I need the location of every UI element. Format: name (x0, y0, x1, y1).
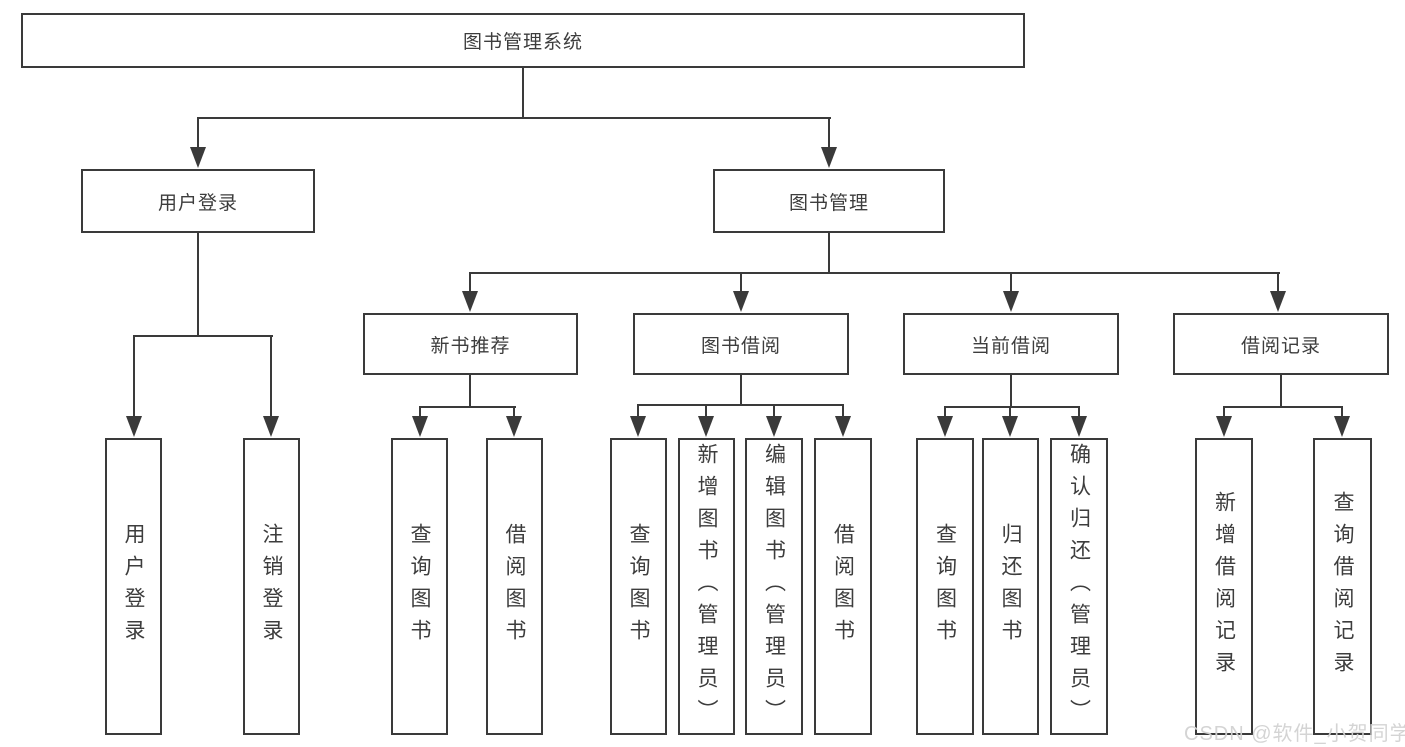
leaf-query-books-borrowing: 查询图书 (610, 438, 667, 735)
connector-line (133, 337, 135, 417)
leaf-label: 用户登录 (122, 522, 145, 651)
leaf-label: 查询图书 (627, 522, 650, 651)
node-label: 用户登录 (157, 192, 238, 214)
connector-line (419, 406, 516, 408)
leaf-borrow-books: 借阅图书 (814, 438, 872, 735)
leaf-label: 确认归还（管理员） (1067, 442, 1091, 731)
leaf-label: 查询图书 (408, 522, 431, 651)
connector-line (197, 117, 831, 119)
node-label: 图书借阅 (700, 335, 781, 357)
arrow-down-icon (821, 147, 837, 168)
connector-line (637, 404, 844, 406)
arrow-down-icon (126, 416, 142, 437)
connector-line (1009, 408, 1011, 417)
connector-line (1223, 406, 1343, 408)
connector-line (828, 119, 830, 150)
connector-line (419, 408, 421, 417)
node-label: 新书推荐 (430, 335, 511, 357)
leaf-label: 编辑图书（管理员） (762, 442, 786, 731)
arrow-down-icon (698, 416, 714, 437)
connector-line (637, 406, 639, 417)
connector-line (197, 119, 199, 150)
connector-line (828, 233, 830, 273)
leaf-query-borrow-record: 查询借阅记录 (1313, 438, 1372, 735)
connector-line (1341, 408, 1343, 417)
node-book-management: 图书管理 (713, 169, 945, 233)
leaf-user-login: 用户登录 (105, 438, 162, 735)
leaf-logout: 注销登录 (243, 438, 300, 735)
connector-line (944, 406, 1080, 408)
connector-line (1010, 375, 1012, 407)
arrow-down-icon (733, 291, 749, 312)
arrow-down-icon (630, 416, 646, 437)
arrow-down-icon (835, 416, 851, 437)
arrow-down-icon (1270, 291, 1286, 312)
node-label: 图书管理 (788, 192, 869, 214)
leaf-return-books: 归还图书 (982, 438, 1039, 735)
node-library-management-system: 图书管理系统 (21, 13, 1025, 68)
node-borrowing-records: 借阅记录 (1173, 313, 1389, 375)
arrow-down-icon (190, 147, 206, 168)
connector-line (522, 68, 524, 118)
leaf-query-books-current: 查询图书 (916, 438, 974, 735)
leaf-query-books-recommend: 查询图书 (391, 438, 448, 735)
node-current-borrowing: 当前借阅 (903, 313, 1119, 375)
arrow-down-icon (937, 416, 953, 437)
connector-line (469, 272, 1280, 274)
arrow-down-icon (1003, 291, 1019, 312)
leaf-label: 查询图书 (933, 522, 957, 651)
leaf-label: 借阅图书 (831, 522, 855, 651)
node-new-book-recommendation: 新书推荐 (363, 313, 578, 375)
arrow-down-icon (1002, 416, 1018, 437)
connector-line (773, 406, 775, 417)
leaf-edit-books-admin: 编辑图书（管理员） (745, 438, 803, 735)
leaf-borrow-books-recommend: 借阅图书 (486, 438, 543, 735)
leaf-label: 新增图书（管理员） (695, 442, 718, 731)
arrow-down-icon (506, 416, 522, 437)
leaf-label: 查询借阅记录 (1331, 490, 1354, 683)
connector-line (1010, 274, 1012, 292)
leaf-confirm-return-admin: 确认归还（管理员） (1050, 438, 1108, 735)
connector-line (133, 335, 273, 337)
connector-line (740, 375, 742, 405)
connector-line (1280, 375, 1282, 407)
connector-line (1277, 274, 1279, 292)
connector-line (469, 375, 471, 408)
connector-line (513, 408, 515, 417)
leaf-label: 新增借阅记录 (1212, 490, 1236, 683)
connector-line (944, 408, 946, 417)
arrow-down-icon (1334, 416, 1350, 437)
connector-line (1223, 408, 1225, 417)
arrow-down-icon (1071, 416, 1087, 437)
connector-line (469, 274, 471, 292)
connector-line (740, 274, 742, 292)
arrow-down-icon (766, 416, 782, 437)
node-label: 图书管理系统 (462, 32, 583, 53)
node-book-borrowing: 图书借阅 (633, 313, 849, 375)
csdn-watermark: CSDN @软件_小贺同学 (1184, 723, 1405, 745)
arrow-down-icon (412, 416, 428, 437)
connector-line (705, 406, 707, 417)
node-label: 当前借阅 (970, 335, 1051, 357)
connector-line (1078, 408, 1080, 417)
connector-line (842, 406, 844, 417)
node-user-login: 用户登录 (81, 169, 315, 233)
leaf-add-books-admin: 新增图书（管理员） (678, 438, 735, 735)
leaf-label: 注销登录 (260, 522, 283, 651)
leaf-label: 借阅图书 (503, 522, 526, 651)
leaf-label: 归还图书 (999, 522, 1022, 651)
arrow-down-icon (462, 291, 478, 312)
arrow-down-icon (1216, 416, 1232, 437)
connector-line (270, 337, 272, 417)
leaf-add-borrow-record: 新增借阅记录 (1195, 438, 1253, 735)
arrow-down-icon (263, 416, 279, 437)
node-label: 借阅记录 (1240, 335, 1321, 357)
connector-line (197, 233, 199, 336)
